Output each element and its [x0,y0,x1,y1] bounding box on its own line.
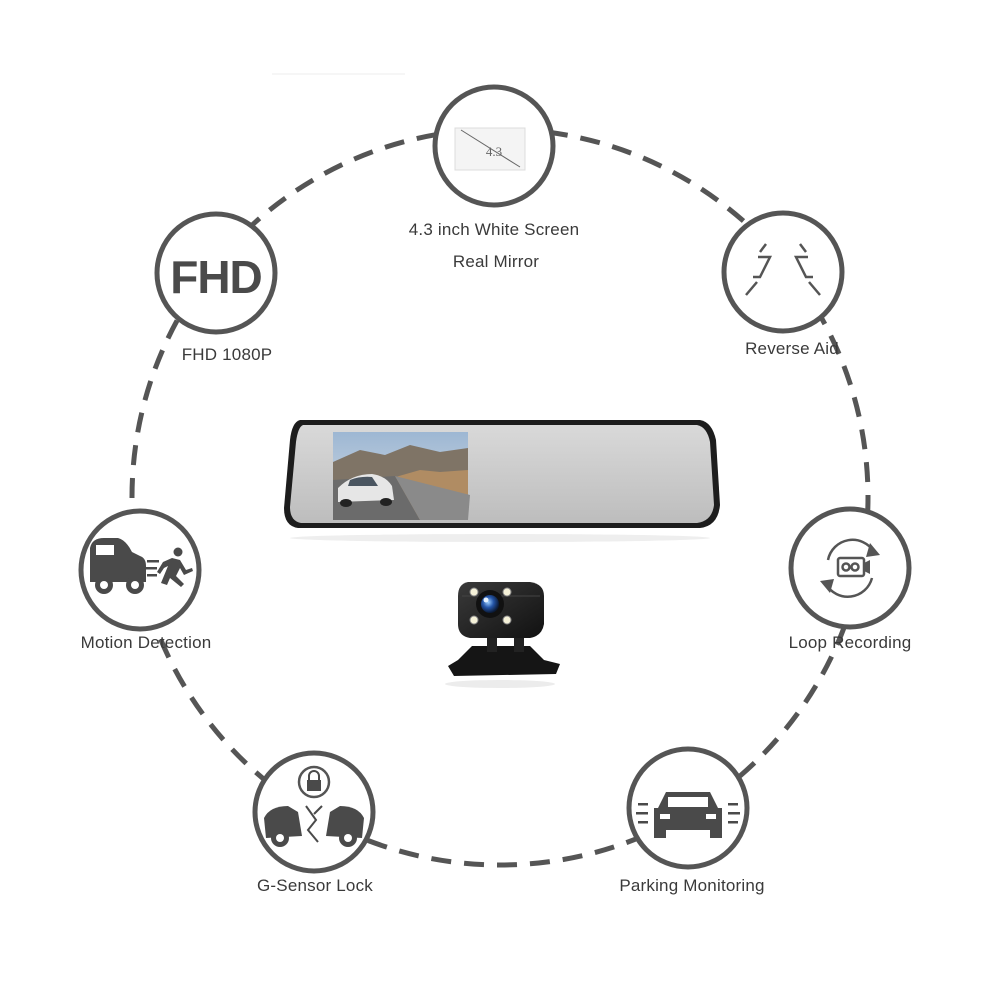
screen-size-icon-text: 4.3 [486,144,502,159]
parking-monitoring-label: Parking Monitoring [619,876,765,895]
reverse-aid-label: Reverse Aid [745,339,839,358]
rear-camera-image [445,582,560,688]
screen-size-icon: 4.3 [454,127,526,171]
mirror-dashcam-image [284,420,720,542]
screen-label-line1: 4.3 inch White Screen [408,220,580,239]
motion-detection-label: Motion Detection [80,633,212,652]
loop-recording-label: Loop Recording [788,633,912,652]
parking-car-icon [636,792,740,838]
g-sensor-lock-label: G-Sensor Lock [257,876,373,895]
fhd-icon: FHD [170,251,262,303]
collision-lock-icon [264,765,364,847]
screen-label-line2: Real Mirror [452,252,540,271]
motion-detection-icon [90,538,193,594]
reverse-guide-lines-icon [745,243,821,296]
fhd-label: FHD 1080P [181,345,273,364]
loop-recording-icon [820,538,880,598]
